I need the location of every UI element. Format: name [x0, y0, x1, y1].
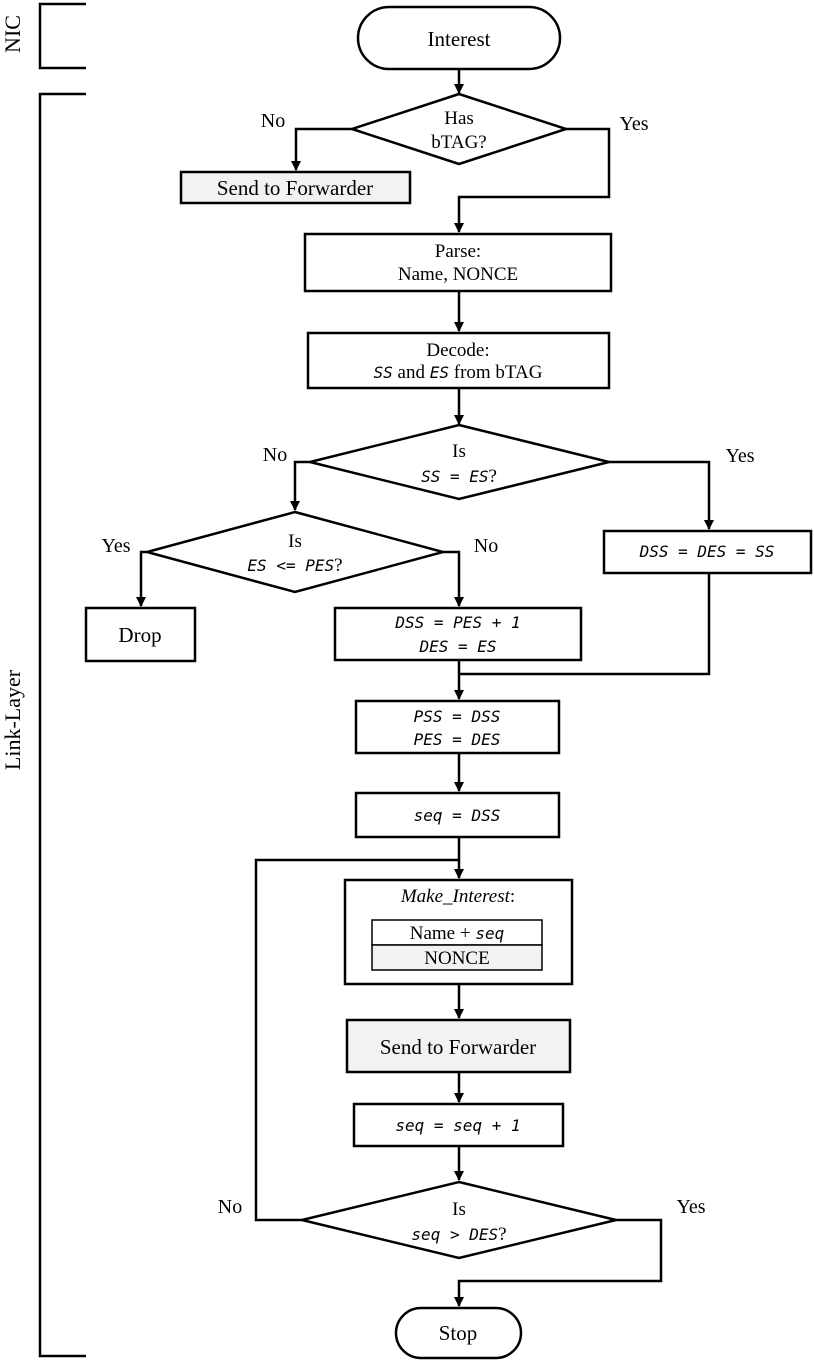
seq-gt-des-decision — [301, 1180, 617, 1260]
pss-line1: PSS = DSS — [414, 707, 501, 726]
has-btag-no-label: No — [261, 110, 285, 132]
send-to-forwarder-loop — [345, 1018, 572, 1074]
ss-es-line1: Is — [452, 441, 466, 462]
packet-nonce-field — [371, 944, 543, 971]
drop-box — [84, 606, 197, 663]
has-btag-line2: bTAG? — [431, 132, 486, 153]
dss-des-ss-label: DSS = DES = SS — [639, 542, 775, 561]
seq-dss-label: seq = DSS — [414, 806, 501, 825]
es-pes-line1: Is — [288, 531, 302, 552]
stop-terminator — [394, 1306, 523, 1360]
seq-dss-box — [354, 791, 561, 839]
seq-des-no-label: No — [218, 1196, 242, 1218]
dss-pes-line2: DES = ES — [418, 637, 496, 656]
pss-pes-box — [354, 699, 561, 755]
drop-label: Drop — [118, 623, 161, 647]
dss-des-ss-box — [602, 529, 813, 575]
link-layer-lane-label: Link-Layer — [0, 669, 25, 770]
interest-label: Interest — [428, 27, 491, 51]
send-to-forwarder-loop-label: Send to Forwarder — [380, 1035, 536, 1059]
decode-line2: SS and ES from bTAG — [374, 362, 543, 383]
make-interest-title: Make_Interest: — [400, 886, 515, 907]
ss-es-yes-label: Yes — [725, 445, 754, 467]
dss-pes-box — [333, 606, 583, 662]
has-btag-line1: Has — [444, 108, 474, 129]
seq-des-line1: Is — [452, 1199, 466, 1220]
seq-increment-box — [352, 1102, 565, 1148]
send-to-forwarder-top — [179, 170, 412, 205]
decode-line1: Decode: — [426, 340, 489, 361]
seq-des-line2: seq > DES? — [411, 1224, 506, 1245]
has-btag-yes-label: Yes — [619, 113, 648, 135]
has-btag-decision — [347, 92, 571, 166]
es-pes-line2: ES <= PES? — [247, 555, 342, 576]
es-le-pes-decision — [142, 510, 448, 594]
nic-lane-label: NIC — [0, 15, 25, 53]
ss-es-no-label: No — [263, 444, 287, 466]
seq-increment-label: seq = seq + 1 — [395, 1116, 520, 1135]
send-to-forwarder-top-label: Send to Forwarder — [217, 176, 373, 200]
packet-name-label: Name + seq — [410, 923, 505, 944]
parse-line1: Parse: — [435, 241, 481, 262]
packet-nonce-label: NONCE — [424, 948, 489, 969]
dss-pes-line1: DSS = PES + 1 — [394, 613, 520, 632]
link-layer-lane-bracket — [38, 92, 86, 1358]
es-pes-yes-label: Yes — [101, 535, 130, 557]
nic-lane-bracket — [38, 2, 86, 70]
es-pes-no-label: No — [474, 535, 498, 557]
parse-line2: Name, NONCE — [398, 264, 518, 285]
ss-equals-es-decision — [309, 423, 610, 501]
decode-box — [306, 331, 611, 390]
ss-es-line2: SS = ES? — [421, 466, 497, 487]
seq-des-yes-label: Yes — [676, 1196, 705, 1218]
pss-line2: PES = DES — [414, 730, 501, 749]
stop-label: Stop — [439, 1321, 478, 1345]
